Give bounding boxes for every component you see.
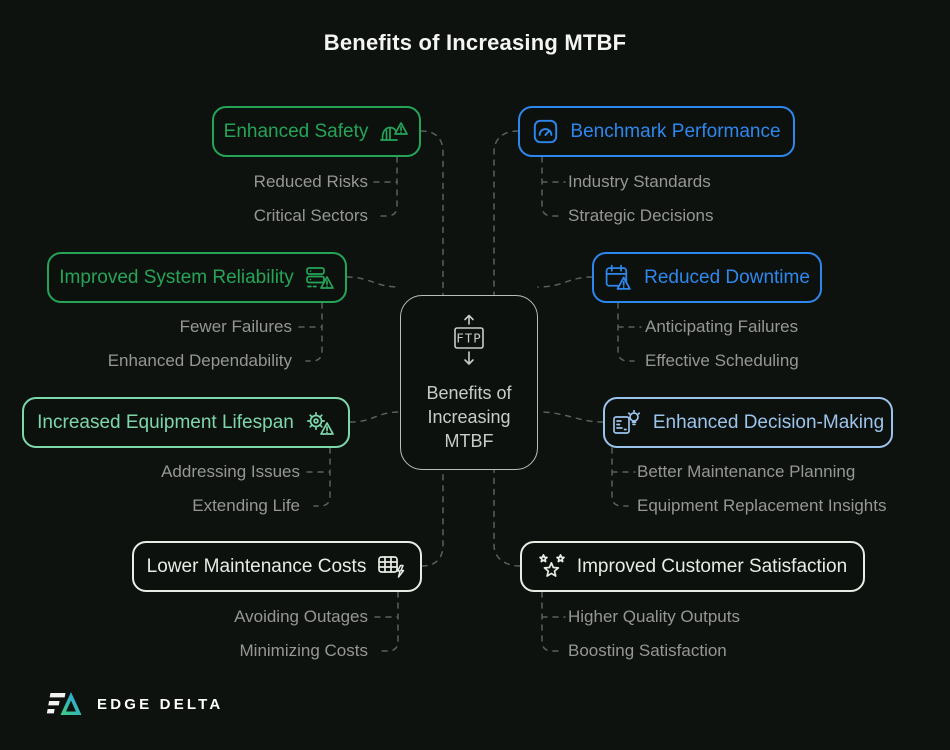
node-improved-system-reliability: Improved System Reliability bbox=[47, 252, 347, 303]
kanban-lightbulb-icon bbox=[612, 409, 642, 436]
node-benchmark-performance: Benchmark Performance bbox=[518, 106, 795, 157]
sub-item: Strategic Decisions bbox=[568, 206, 714, 225]
sub-item: Higher Quality Outputs bbox=[568, 607, 740, 626]
ftp-transfer-icon: FTP bbox=[447, 313, 491, 372]
node-label: Enhanced Decision-Making bbox=[652, 411, 885, 433]
ftp-icon-label: FTP bbox=[456, 330, 482, 345]
center-node: FTP Benefits of Increasing MTBF bbox=[400, 295, 538, 470]
node-label: Increased Equipment Lifespan bbox=[37, 411, 294, 433]
server-warning-icon bbox=[305, 265, 335, 291]
sub-item: Extending Life bbox=[192, 496, 300, 515]
node-lower-maintenance-costs: Lower Maintenance Costs bbox=[132, 541, 422, 592]
node-label: Reduced Downtime bbox=[644, 266, 810, 288]
connector-path bbox=[493, 469, 521, 567]
center-line: Increasing bbox=[427, 406, 511, 427]
sub-item: Minimizing Costs bbox=[239, 641, 368, 660]
center-line: MTBF bbox=[444, 430, 494, 451]
connector-path bbox=[420, 130, 444, 296]
connector-path bbox=[421, 469, 444, 567]
node-label: Enhanced Safety bbox=[223, 120, 369, 142]
sub-item: Avoiding Outages bbox=[234, 607, 368, 626]
node-label: Lower Maintenance Costs bbox=[146, 555, 367, 577]
sub-item: Equipment Replacement Insights bbox=[637, 496, 887, 515]
gauge-icon bbox=[532, 118, 559, 145]
node-enhanced-decision-making: Enhanced Decision-Making bbox=[603, 397, 893, 448]
node-reduced-downtime: Reduced Downtime bbox=[592, 252, 822, 303]
page-title: Benefits of Increasing MTBF bbox=[323, 30, 627, 55]
sub-item: Boosting Satisfaction bbox=[568, 641, 727, 660]
connector-path bbox=[537, 411, 604, 423]
connector-path bbox=[617, 302, 642, 362]
connector-path bbox=[611, 447, 636, 507]
gear-warning-icon bbox=[305, 410, 335, 436]
brand-name: EDGE DELTA bbox=[97, 695, 224, 713]
node-label: Benchmark Performance bbox=[570, 120, 781, 142]
connector-path bbox=[349, 411, 401, 423]
connector-path bbox=[541, 156, 566, 217]
sub-item: Enhanced Dependability bbox=[107, 351, 292, 370]
node-label: Improved Customer Satisfaction bbox=[576, 555, 848, 577]
center-node-label: Benefits of Increasing MTBF bbox=[426, 381, 511, 453]
node-improved-customer-satisfaction: Improved Customer Satisfaction bbox=[520, 541, 865, 592]
node-increased-equipment-lifespan: Increased Equipment Lifespan bbox=[22, 397, 350, 448]
node-label: Improved System Reliability bbox=[59, 266, 294, 288]
sub-item: Industry Standards bbox=[568, 172, 711, 191]
calendar-warning-icon bbox=[604, 264, 633, 291]
sub-item: Effective Scheduling bbox=[645, 351, 799, 370]
sub-item: Critical Sectors bbox=[253, 206, 368, 225]
connector-path bbox=[373, 156, 398, 217]
sub-item: Reduced Risks bbox=[253, 172, 368, 191]
sub-item: Fewer Failures bbox=[179, 317, 292, 336]
center-line: Benefits of bbox=[426, 382, 512, 403]
connector-path bbox=[374, 591, 399, 652]
table-lightning-icon bbox=[377, 553, 407, 580]
connector-path bbox=[493, 130, 519, 296]
sub-item: Addressing Issues bbox=[161, 462, 300, 481]
connector-path bbox=[537, 276, 593, 288]
connector-path bbox=[346, 276, 401, 288]
stars-icon bbox=[538, 553, 566, 580]
connector-path bbox=[306, 447, 331, 507]
edge-delta-logo: EDGE DELTA bbox=[44, 690, 223, 718]
node-enhanced-safety: Enhanced Safety bbox=[212, 106, 421, 157]
edge-delta-logo-icon bbox=[44, 690, 84, 718]
sub-item: Better Maintenance Planning bbox=[637, 462, 856, 481]
sub-item: Anticipating Failures bbox=[645, 317, 799, 336]
connector-path bbox=[541, 591, 566, 652]
safety-helmet-warning-icon bbox=[379, 119, 409, 145]
connector-path bbox=[298, 302, 323, 362]
